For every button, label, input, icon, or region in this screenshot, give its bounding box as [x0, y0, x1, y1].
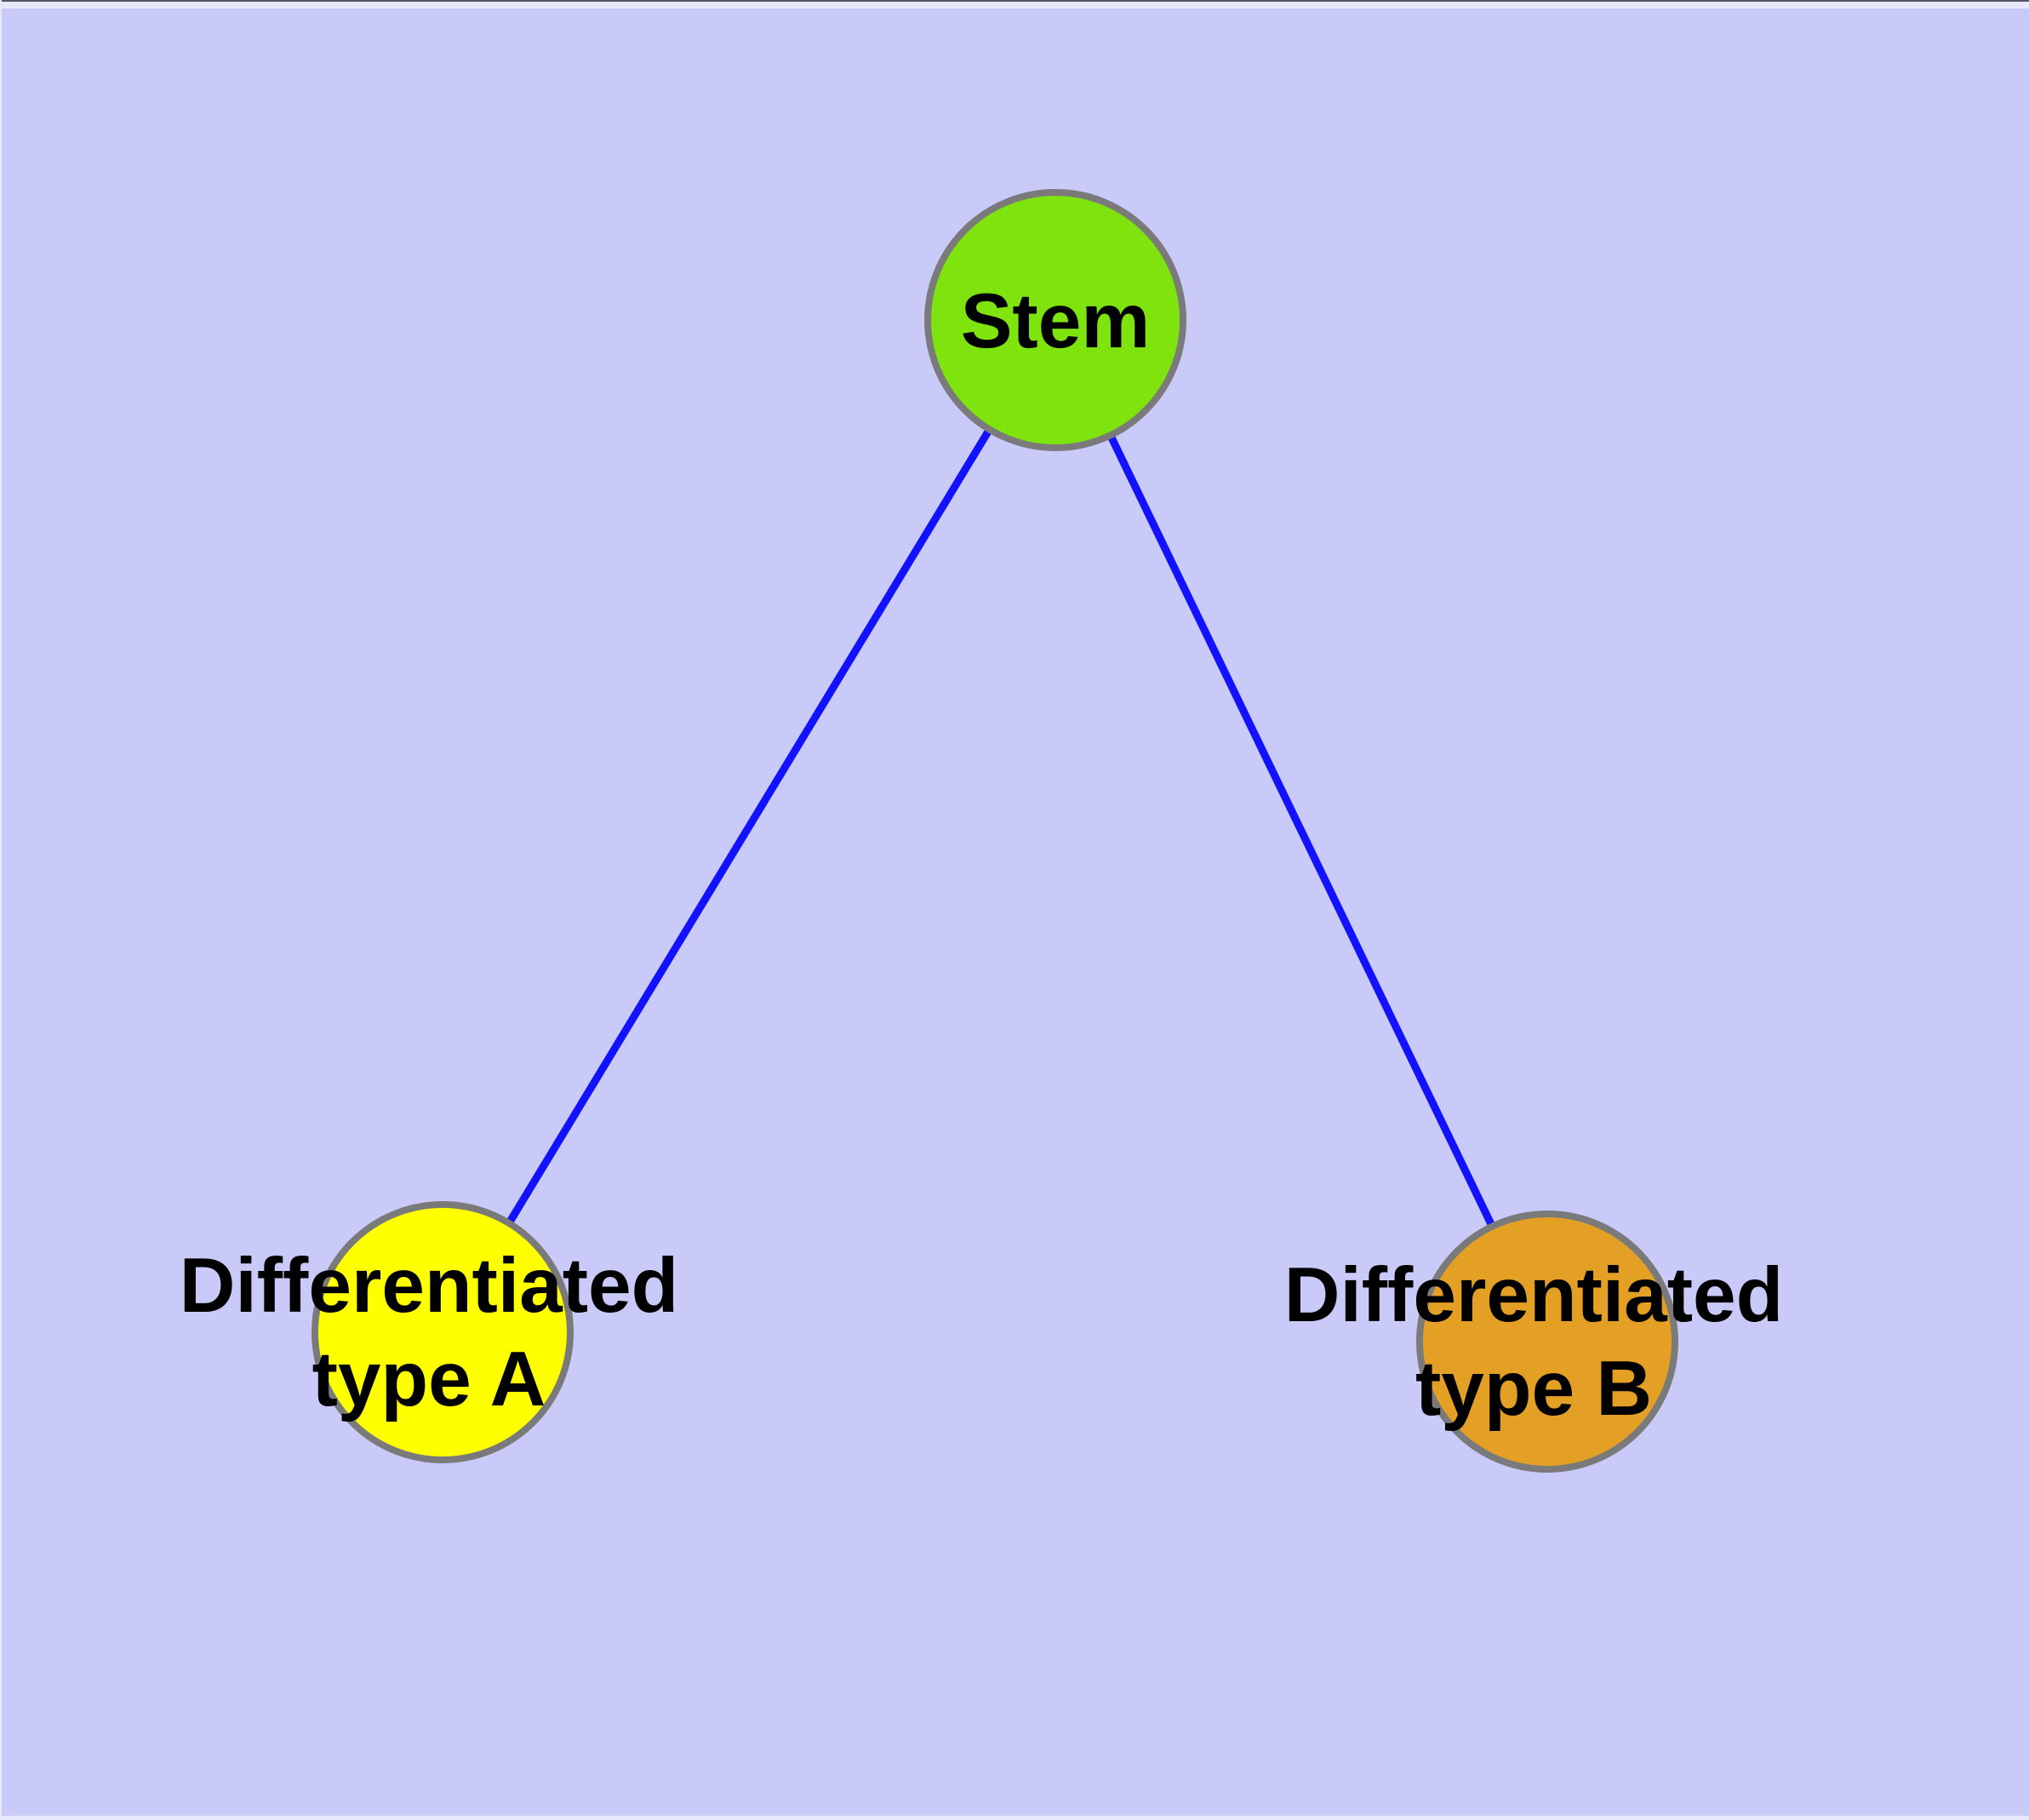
window-bottom-band — [0, 1816, 2029, 1820]
window-top-hairline — [0, 0, 2029, 2]
window-top-band — [0, 2, 2029, 9]
node-stem[interactable] — [924, 189, 1186, 451]
node-differentiated-type-a[interactable] — [311, 1201, 574, 1463]
window-left-band — [0, 0, 2, 1820]
edge-stem-to-type-b[interactable] — [1107, 436, 1495, 1226]
node-differentiated-type-b[interactable] — [1416, 1210, 1678, 1473]
edge-stem-to-type-a[interactable] — [506, 429, 992, 1226]
